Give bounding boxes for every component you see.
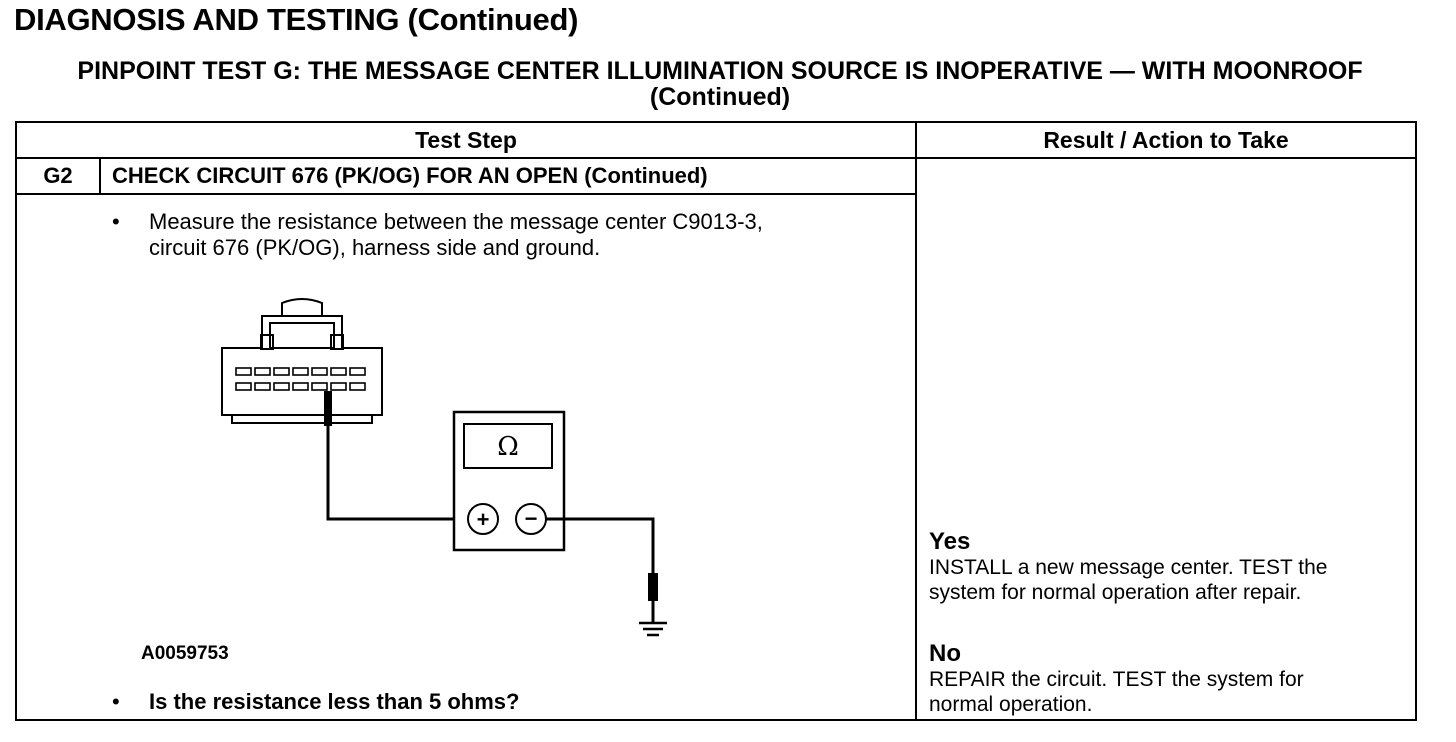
ground-symbol-icon xyxy=(639,621,667,637)
yes-label: Yes xyxy=(929,528,971,555)
step-id-divider xyxy=(99,159,101,193)
instruction-text: Measure the resistance between the messa… xyxy=(149,209,763,261)
no-action-line-1: REPAIR the circuit. TEST the system for xyxy=(929,668,1304,691)
step-id: G2 xyxy=(43,163,73,188)
pinpoint-test-table: Test Step Result / Action to Take G2 CHE… xyxy=(15,121,1417,721)
yes-action-line-1: INSTALL a new message center. TEST the xyxy=(929,556,1328,579)
instruction-line-1: Measure the resistance between the messa… xyxy=(149,209,763,234)
column-header-result: Result / Action to Take xyxy=(1043,127,1289,153)
page-title: DIAGNOSIS AND TESTING (Continued) xyxy=(14,2,579,37)
bullet: • xyxy=(112,689,120,714)
resistance-measurement-diagram: Ω + − xyxy=(221,298,667,637)
no-label: No xyxy=(929,640,961,667)
step-title: CHECK CIRCUIT 676 (PK/OG) FOR AN OPEN (C… xyxy=(112,163,708,188)
instruction-line-2: circuit 676 (PK/OG), harness side and gr… xyxy=(149,235,601,260)
ohmmeter-icon: Ω + − xyxy=(452,410,566,552)
column-header-test-step: Test Step xyxy=(415,127,517,153)
connector-c9013-icon xyxy=(221,298,383,424)
no-action-line-2: normal operation. xyxy=(929,693,1093,716)
ground-lead-icon xyxy=(546,517,658,623)
header-divider xyxy=(17,157,1415,159)
yes-action-line-2: system for normal operation after repair… xyxy=(929,581,1302,604)
question-text: Is the resistance less than 5 ohms? xyxy=(149,689,520,714)
step-title-divider xyxy=(17,193,915,195)
bullet: • xyxy=(112,209,120,234)
minus-terminal-icon: − xyxy=(525,506,538,531)
pinpoint-test-title: PINPOINT TEST G: THE MESSAGE CENTER ILLU… xyxy=(77,57,1363,111)
column-divider xyxy=(915,123,917,719)
probe-lead-icon xyxy=(324,391,483,521)
ohm-symbol: Ω xyxy=(497,432,519,462)
result-yes: Yes INSTALL a new message center. TEST t… xyxy=(929,529,1417,605)
plus-terminal-icon: + xyxy=(477,507,490,532)
figure-id: A0059753 xyxy=(141,643,229,664)
result-no: No REPAIR the circuit. TEST the system f… xyxy=(929,641,1417,717)
